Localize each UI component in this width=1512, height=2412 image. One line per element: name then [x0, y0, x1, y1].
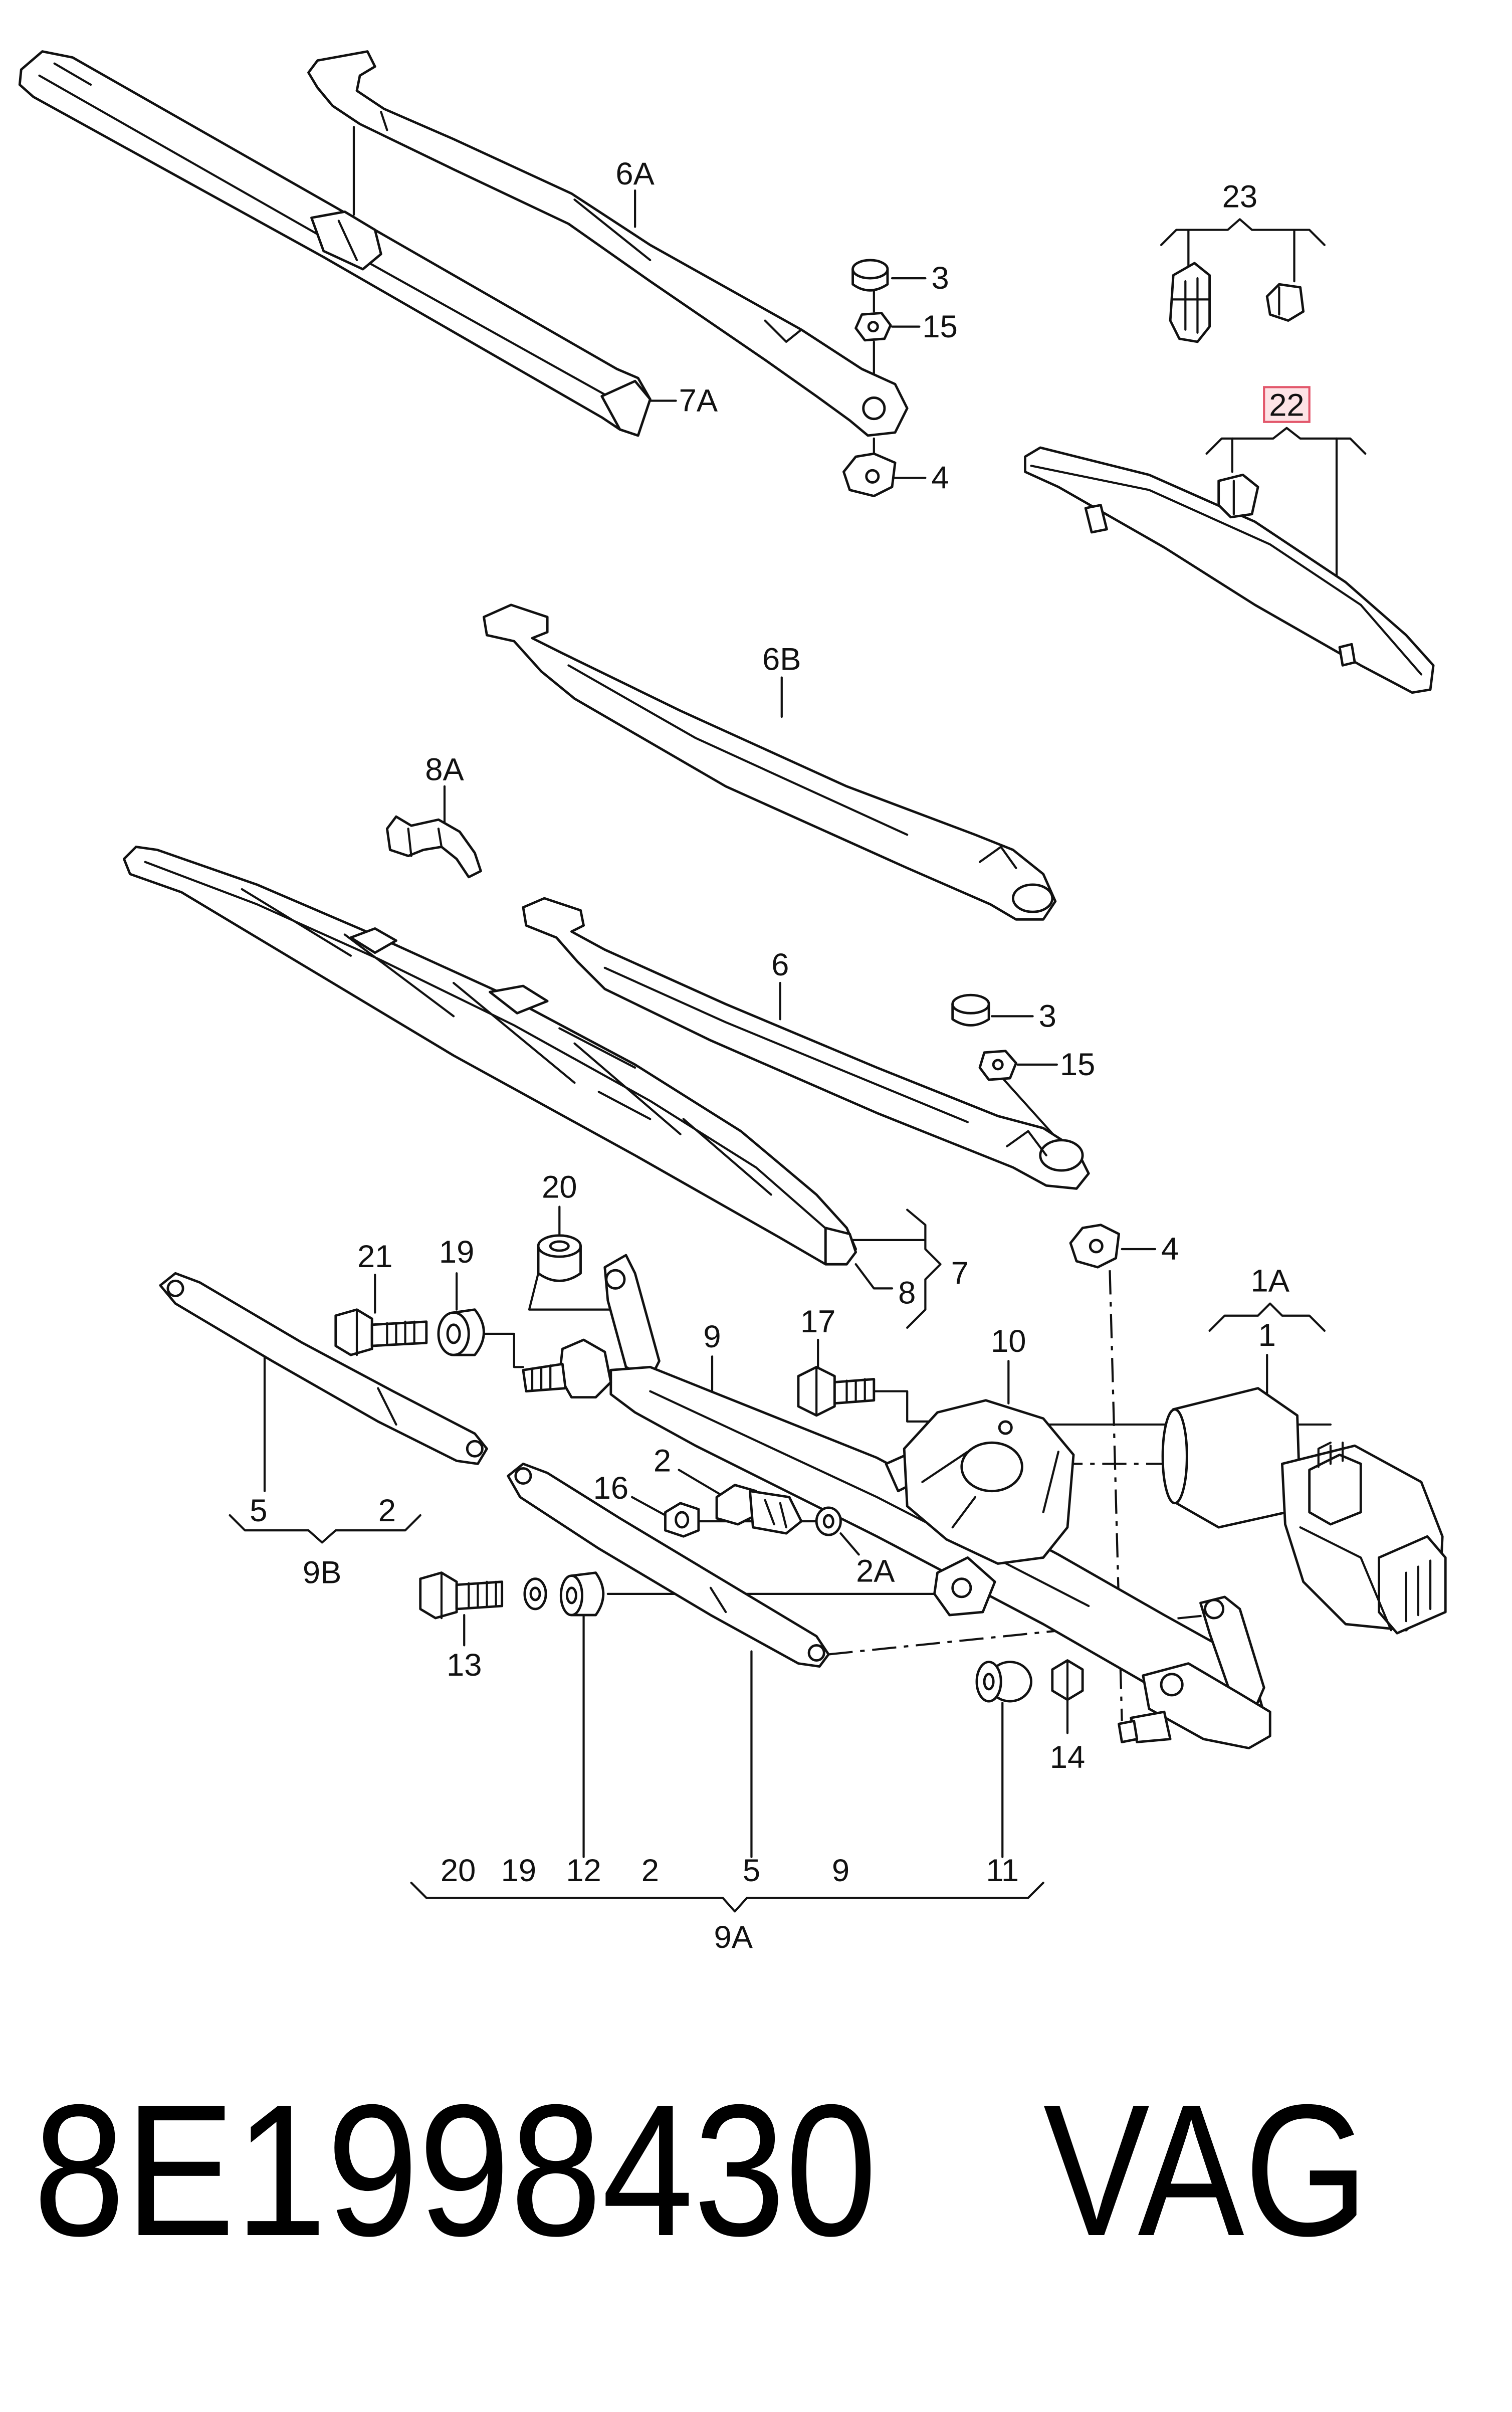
cap-3-lower	[951, 993, 990, 1027]
callout-4-lower: 4	[1161, 1232, 1179, 1267]
callout-20: 20	[542, 1169, 577, 1204]
callout-16: 16	[593, 1471, 628, 1506]
bracket-9B	[229, 1514, 421, 1544]
nut-14	[1051, 1659, 1084, 1701]
pivot-pin-2	[715, 1484, 803, 1535]
callout-14: 14	[1050, 1740, 1085, 1775]
callout-3-lower: 3	[1039, 998, 1056, 1034]
group-9A-member-5: 5	[743, 1853, 760, 1888]
group-9B-member-5: 5	[250, 1493, 267, 1528]
callout-2A: 2A	[856, 1554, 895, 1589]
footer: 8E1998430 VAG	[33, 2066, 1368, 2275]
group-brackets	[229, 218, 1367, 1913]
callout-2: 2	[654, 1443, 671, 1478]
callout-7: 7	[951, 1256, 969, 1291]
clip-23a	[1169, 262, 1211, 343]
group-9A-member-2: 2	[641, 1853, 659, 1888]
group-9A-member-12: 12	[566, 1853, 601, 1888]
brace-7-8	[906, 1209, 942, 1329]
callout-19: 19	[439, 1235, 474, 1270]
cover-4-upper	[842, 452, 897, 497]
callout-7A: 7A	[679, 383, 718, 419]
nut-16	[664, 1502, 700, 1538]
group-9A-member-20: 20	[441, 1853, 476, 1888]
highlight-box-22	[1263, 386, 1311, 423]
callout-9: 9	[703, 1319, 721, 1354]
bolt-21	[334, 1308, 428, 1356]
wiper-motor-1	[1161, 1387, 1447, 1635]
brand-name: VAG	[1043, 2066, 1369, 2275]
group-9A-label: 9A	[714, 1920, 753, 1955]
clip-8A	[385, 815, 482, 879]
callout-15-lower: 15	[1060, 1047, 1095, 1082]
crank-arm	[1118, 1595, 1271, 1749]
bolt-13	[419, 1571, 504, 1620]
linkage-9	[522, 1254, 1268, 1743]
nut-15-lower	[978, 1050, 1017, 1081]
group-9A-member-9: 9	[832, 1853, 849, 1888]
bracket-22	[1205, 427, 1367, 455]
washer-2A	[815, 1506, 842, 1536]
callout-8: 8	[898, 1276, 916, 1311]
callout-1A: 1A	[1251, 1263, 1290, 1298]
washer-19	[437, 1308, 485, 1356]
bushing-12	[559, 1571, 605, 1617]
group-9A-member-19: 19	[501, 1853, 536, 1888]
wiper-blade-7A	[18, 50, 652, 437]
wiper-blade-8	[123, 846, 857, 1266]
callout-4-upper: 4	[931, 460, 949, 495]
clip-23b	[1265, 283, 1305, 322]
washer-19-lower	[523, 1577, 547, 1611]
callout-21: 21	[357, 1239, 392, 1274]
group-9B-label: 9B	[303, 1555, 341, 1590]
callout-15-upper: 15	[922, 309, 957, 344]
bracket-1A	[1208, 1302, 1326, 1332]
part-number: 8E1998430	[33, 2066, 877, 2275]
callout-22: 22	[1269, 388, 1304, 423]
group-9A-member-11: 11	[986, 1853, 1019, 1888]
wiper-arm-6	[522, 897, 1090, 1190]
bracket-23	[1160, 218, 1326, 246]
callout-1: 1	[1258, 1318, 1276, 1353]
wiper-arm-6B	[483, 604, 1057, 921]
callout-8A: 8A	[425, 752, 464, 787]
callout-23: 23	[1222, 179, 1257, 214]
callout-labels: 6A 3 15 7A 4 23 22 6B 8A 6 3 15 4 7 8 1A…	[250, 156, 1304, 1955]
callout-6A: 6A	[615, 156, 655, 191]
push-rod-5-9B	[159, 1272, 488, 1465]
bushing-11	[975, 1661, 1032, 1703]
callout-6B: 6B	[762, 642, 801, 677]
clip-22	[1217, 473, 1259, 519]
bolt-17	[797, 1365, 876, 1417]
group-9B-member-2: 2	[378, 1493, 396, 1528]
callout-3-upper: 3	[931, 261, 949, 296]
callout-17: 17	[800, 1304, 835, 1339]
callout-10: 10	[991, 1324, 1026, 1359]
mounting-bracket-10	[885, 1399, 1075, 1617]
bushing-20	[537, 1234, 582, 1282]
wiper-arm-6A	[307, 50, 909, 437]
cap-3-upper	[851, 259, 889, 292]
trim-strip-22	[1024, 446, 1435, 694]
nut-15-upper	[854, 312, 892, 342]
callout-6: 6	[771, 947, 789, 982]
callout-13: 13	[447, 1648, 482, 1683]
bracket-9A	[410, 1881, 1044, 1913]
push-rod-5-9A	[507, 1462, 830, 1668]
cover-4-lower	[1069, 1224, 1120, 1269]
